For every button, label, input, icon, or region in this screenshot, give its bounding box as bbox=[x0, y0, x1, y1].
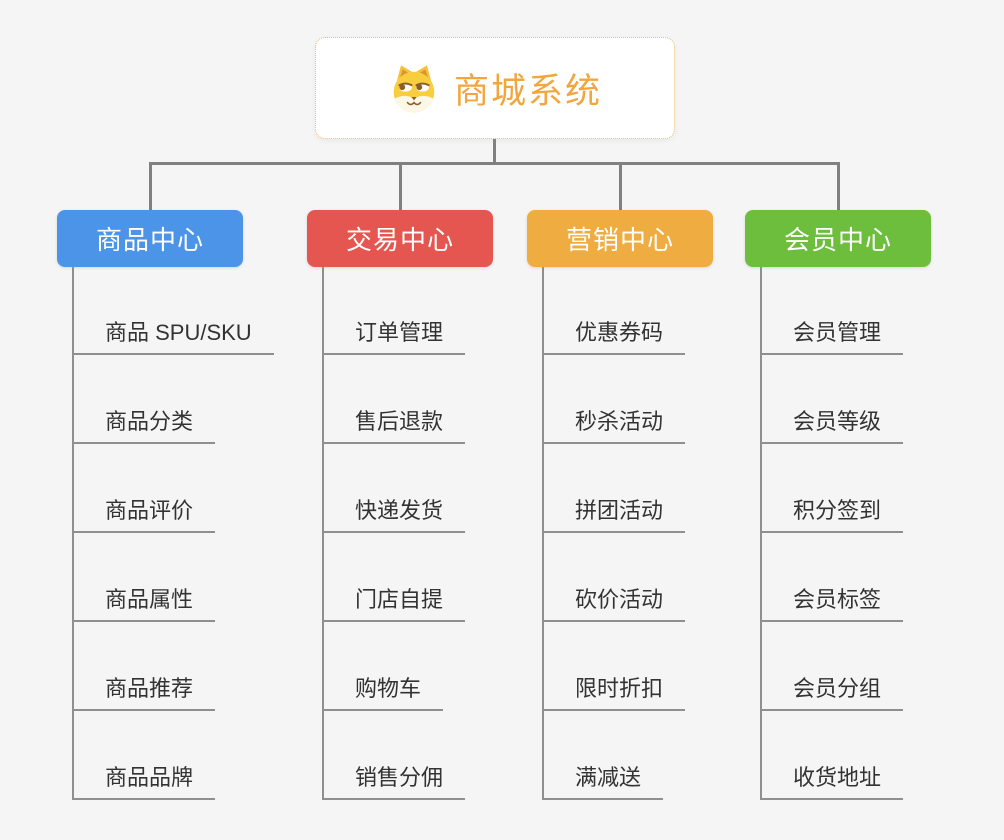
leaf-item[interactable]: 商品推荐 bbox=[72, 676, 216, 711]
branch-node-label: 商品中心 bbox=[95, 225, 204, 255]
leaf-item[interactable]: 砍价活动 bbox=[542, 587, 686, 622]
leaf-item-label: 拼团活动 bbox=[575, 498, 664, 523]
leaf-item-label: 满减送 bbox=[575, 765, 642, 790]
leaf-item[interactable]: 售后退款 bbox=[322, 409, 466, 444]
leaf-item-label: 订单管理 bbox=[355, 320, 444, 345]
leaf-item-label: 门店自提 bbox=[355, 587, 444, 612]
leaf-item-label: 会员分组 bbox=[793, 676, 882, 701]
column-line bbox=[72, 267, 74, 800]
leaf-item[interactable]: 商品评价 bbox=[72, 498, 216, 533]
leaf-item[interactable]: 会员分组 bbox=[760, 676, 904, 711]
leaf-item-label: 商品评价 bbox=[105, 498, 194, 523]
leaf-item-label: 商品属性 bbox=[105, 587, 194, 612]
branch-node-members[interactable]: 会员中心 bbox=[745, 210, 931, 267]
leaf-item[interactable]: 商品分类 bbox=[72, 409, 216, 444]
leaf-item[interactable]: 优惠券码 bbox=[542, 320, 686, 355]
leaf-item-label: 商品分类 bbox=[105, 409, 194, 434]
leaf-item-label: 会员标签 bbox=[793, 587, 882, 612]
leaf-item[interactable]: 订单管理 bbox=[322, 320, 466, 355]
branch-node-label: 交易中心 bbox=[345, 225, 454, 255]
leaf-item[interactable]: 拼团活动 bbox=[542, 498, 686, 533]
leaf-item[interactable]: 会员标签 bbox=[760, 587, 904, 622]
connector-bar bbox=[149, 162, 840, 165]
leaf-item[interactable]: 会员管理 bbox=[760, 320, 904, 355]
leaf-item-label: 售后退款 bbox=[355, 409, 444, 434]
branch-node-marketing[interactable]: 营销中心 bbox=[527, 210, 713, 267]
leaf-item[interactable]: 快递发货 bbox=[322, 498, 466, 533]
leaf-item-label: 商品品牌 bbox=[105, 765, 194, 790]
leaf-item[interactable]: 购物车 bbox=[322, 676, 444, 711]
column-line bbox=[322, 267, 324, 800]
leaf-item-label: 快递发货 bbox=[355, 498, 444, 523]
leaf-item[interactable]: 积分签到 bbox=[760, 498, 904, 533]
root-title: 商城系统 bbox=[453, 71, 602, 111]
leaf-item[interactable]: 会员等级 bbox=[760, 409, 904, 444]
leaf-item-label: 秒杀活动 bbox=[575, 409, 664, 434]
leaf-item-label: 购物车 bbox=[355, 676, 422, 701]
leaf-item[interactable]: 商品 SPU/SKU bbox=[72, 320, 274, 355]
leaf-item[interactable]: 满减送 bbox=[542, 765, 664, 800]
dog-face-icon bbox=[393, 65, 435, 113]
leaf-item-label: 销售分佣 bbox=[355, 765, 444, 790]
leaf-item-label: 优惠券码 bbox=[575, 320, 664, 345]
connector-drop bbox=[836, 162, 840, 210]
connector-drop bbox=[618, 162, 622, 210]
column-line bbox=[760, 267, 762, 800]
leaf-item[interactable]: 限时折扣 bbox=[542, 676, 686, 711]
root-node[interactable]: 商城系统 bbox=[315, 37, 675, 139]
leaf-item-label: 商品 SPU/SKU bbox=[105, 320, 252, 345]
leaf-item-label: 限时折扣 bbox=[575, 676, 664, 701]
leaf-item[interactable]: 收货地址 bbox=[760, 765, 904, 800]
leaf-item-label: 收货地址 bbox=[793, 765, 882, 790]
leaf-item[interactable]: 秒杀活动 bbox=[542, 409, 686, 444]
leaf-item-label: 商品推荐 bbox=[105, 676, 194, 701]
column-line bbox=[542, 267, 544, 800]
leaf-item-label: 会员等级 bbox=[793, 409, 882, 434]
leaf-item-label: 砍价活动 bbox=[575, 587, 664, 612]
leaf-item[interactable]: 商品属性 bbox=[72, 587, 216, 622]
branch-node-label: 营销中心 bbox=[565, 225, 674, 255]
connector-stem bbox=[493, 139, 496, 164]
connector-drop bbox=[148, 162, 152, 210]
leaf-item-label: 会员管理 bbox=[793, 320, 882, 345]
branch-node-orders[interactable]: 交易中心 bbox=[307, 210, 493, 267]
leaf-item[interactable]: 门店自提 bbox=[322, 587, 466, 622]
branch-node-label: 会员中心 bbox=[783, 225, 892, 255]
leaf-item-label: 积分签到 bbox=[793, 498, 882, 523]
leaf-item[interactable]: 销售分佣 bbox=[322, 765, 466, 800]
connector-drop bbox=[398, 162, 402, 210]
branch-node-products[interactable]: 商品中心 bbox=[57, 210, 243, 267]
leaf-item[interactable]: 商品品牌 bbox=[72, 765, 216, 800]
